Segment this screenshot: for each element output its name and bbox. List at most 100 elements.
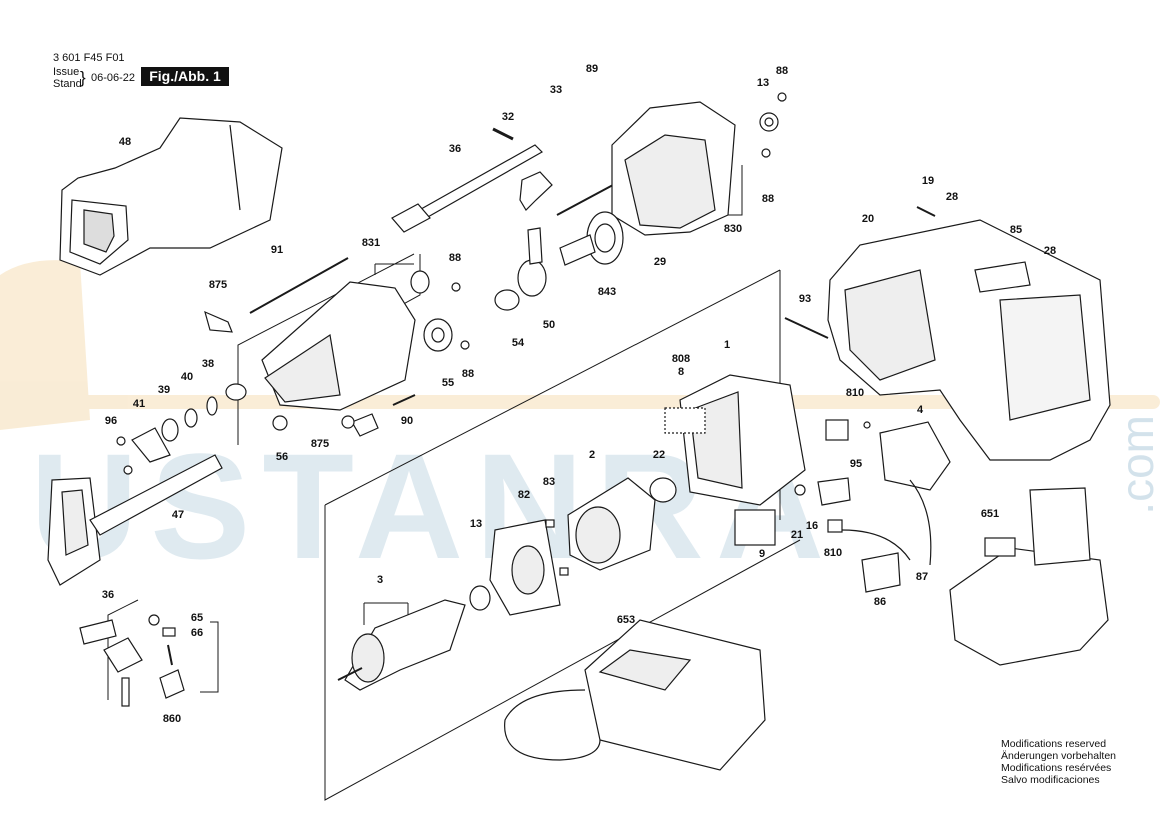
magnet-ring-part	[649, 477, 677, 503]
part-number-label: 19	[922, 175, 934, 187]
part-number-label: 808	[672, 353, 690, 365]
part-number-label: 48	[119, 136, 131, 148]
screw-88b	[761, 148, 771, 158]
part-number-label: 875	[311, 438, 329, 450]
clamp-part	[519, 171, 553, 211]
part-number-label: 54	[512, 337, 525, 349]
pin-83-part	[545, 519, 555, 528]
holder-plate-part	[131, 427, 171, 463]
part-number-label: 28	[1044, 245, 1056, 257]
screw-88d	[460, 340, 470, 350]
stand-label: Stand	[53, 78, 82, 90]
part-number-label: 96	[105, 415, 117, 427]
part-callouts: 4832363389138888830298431928208528918318…	[102, 63, 1056, 725]
part-number-label: 1	[724, 339, 730, 351]
part-number-label: 8	[678, 366, 684, 378]
screw-88c	[451, 282, 461, 292]
part-number-label: 860	[163, 713, 181, 725]
note-line: Modifications resérvées	[1001, 762, 1112, 774]
small-bearing-part	[469, 585, 491, 611]
part-number-label: 831	[362, 237, 380, 249]
part-number-label: 2	[589, 449, 595, 461]
part-number-label: 36	[102, 589, 114, 601]
part-number-label: 830	[724, 223, 742, 235]
main-housing-part	[827, 219, 1111, 461]
part-number-label: 32	[502, 111, 514, 123]
stator-magnet-part	[567, 477, 656, 571]
part-number-label: 3	[377, 574, 383, 586]
rubber-boot-part	[59, 117, 283, 276]
ring-inner	[431, 327, 445, 343]
clamp-lever-part	[204, 310, 233, 333]
part-number-label: 88	[776, 65, 788, 77]
part-number-label: 87	[916, 571, 928, 583]
parts	[47, 92, 1111, 771]
eccentric-part	[517, 227, 547, 297]
part-number-label: 83	[543, 476, 555, 488]
part-number-label: 39	[158, 384, 170, 396]
part-number-label: 33	[550, 84, 562, 96]
pin-83b-part	[559, 567, 569, 576]
part-number-label: 875	[209, 279, 227, 291]
part-number-label: 38	[202, 358, 214, 370]
plunger-shaft-part	[391, 144, 543, 233]
end-shield-part	[489, 519, 561, 616]
part-number-label: 40	[181, 371, 193, 383]
hex-screw-part	[272, 415, 288, 431]
part-number-label: 55	[442, 377, 454, 389]
sleeve-part	[225, 383, 247, 401]
label-808	[664, 407, 706, 434]
screw-88a	[777, 92, 787, 102]
part-number-label: 41	[133, 398, 145, 410]
part-number-label: 88	[449, 252, 461, 264]
note-line: Salvo modificaciones	[1001, 774, 1100, 786]
switch-wires	[841, 479, 932, 566]
label-9	[734, 509, 776, 546]
part-number-label: 4	[917, 404, 924, 416]
note-line: Änderungen vorbehalten	[1001, 750, 1117, 762]
part-number-label: 651	[981, 508, 999, 520]
part-number-label: 50	[543, 319, 555, 331]
part-number-label: 20	[862, 213, 874, 225]
brace-icon: }	[80, 68, 86, 87]
motor-housing-part	[679, 374, 806, 506]
part-number-label: 91	[271, 244, 283, 256]
gear-part	[559, 211, 624, 266]
part-number-label: 16	[806, 520, 818, 532]
part-number-label: 93	[799, 293, 811, 305]
part-number-label: 65	[191, 612, 203, 624]
note-line: Modifications reserved	[1001, 738, 1107, 750]
spring-21	[794, 484, 806, 496]
part-number-label: 88	[462, 368, 474, 380]
snap-ring-part	[206, 396, 218, 416]
part-number-label: 22	[653, 449, 665, 461]
modification-notes: Modifications reserved Änderungen vorbeh…	[1001, 738, 1116, 786]
screw-96	[116, 436, 126, 446]
issue-label: Issue	[53, 66, 80, 78]
part-number-label: 843	[598, 286, 616, 298]
part-number-label: 810	[824, 547, 842, 559]
part-number-label: 21	[791, 529, 803, 541]
gear-housing-part	[611, 101, 736, 236]
issue-date: 06-06-22	[91, 72, 136, 84]
bearing-inner	[764, 117, 774, 127]
part-number-label: 28	[946, 191, 958, 203]
doc-number: 3 601 F45 F01	[53, 52, 125, 64]
part-number-label: 56	[276, 451, 288, 463]
part-number-label: 90	[401, 415, 413, 427]
washer-part	[184, 408, 198, 428]
screw-part	[249, 257, 349, 314]
front-housing-part	[261, 270, 430, 411]
screw-96b	[123, 465, 133, 475]
part-number-label: 95	[850, 458, 862, 470]
spring-875	[341, 415, 355, 429]
part-number-label: 13	[757, 77, 769, 89]
armature-part	[337, 599, 466, 691]
part-number-label: 9	[759, 548, 765, 560]
part-number-label: 653	[617, 614, 635, 626]
housing-screw-part-2	[784, 317, 829, 339]
charger-part	[504, 619, 766, 771]
ball-bearing-part	[494, 289, 520, 311]
